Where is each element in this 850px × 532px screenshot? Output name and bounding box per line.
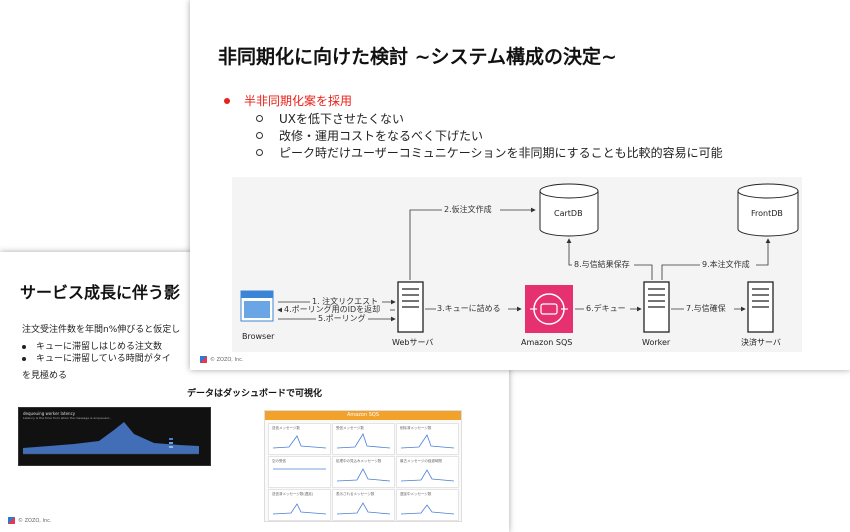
- back-slide-outro: を見極める: [22, 371, 68, 381]
- edge-label-order-request: 1. 注文リクエスト: [312, 296, 378, 306]
- metric-cell: 最古メッセージの経過時間: [396, 456, 459, 488]
- metric-sparkline: [336, 502, 391, 515]
- metric-cell: 送信メッセージ数: [268, 423, 331, 455]
- edge-label-save-credit-result: 8.与信結果保存: [574, 259, 630, 269]
- edge-label-polling: 5.ポーリング: [318, 313, 366, 323]
- latency-dashboard-panel: dequeuing worker latency Latency is the …: [18, 407, 211, 466]
- front-slide-footer: © ZOZO, Inc.: [200, 356, 243, 363]
- metric-label: 表示されるメッセージ数: [336, 492, 375, 496]
- metric-cell: 送信済メッセージ数(遅延): [268, 489, 331, 521]
- metric-cell: 遅延中メッセージ数: [396, 489, 459, 521]
- panel-subtitle: Latency is the time from when the messag…: [23, 416, 112, 420]
- browser-label: Browser: [242, 332, 275, 341]
- front-slide-title: 非同期化に向けた検討 ~システム構成の決定~: [218, 46, 617, 68]
- metric-label: 遅延中メッセージ数: [400, 492, 432, 496]
- metric-label: 処理中の見込みメッセージ数: [336, 459, 382, 463]
- back-slide-title: サービス成長に伴う影: [20, 283, 181, 302]
- metric-cell: 削除済メッセージ数: [396, 423, 459, 455]
- metric-sparkline: [273, 468, 326, 470]
- metric-sparkline: [272, 503, 327, 515]
- metric-cell: 空の受信: [268, 456, 331, 488]
- zozo-logo-icon: [8, 517, 15, 524]
- edge-arrow: [409, 207, 536, 280]
- edge-label-create-order: 9.本注文作成: [702, 259, 750, 269]
- panel-title: dequeuing worker latency: [23, 411, 76, 416]
- frontdb-label: FrontDB: [751, 209, 783, 218]
- metric-label: 削除済メッセージ数: [400, 426, 432, 430]
- metric-cell: 処理中の見込みメッセージ数: [332, 456, 395, 488]
- architecture-diagram: Browser Webサーバ Amazon SQS: [232, 177, 802, 352]
- sub-bullet: ピーク時だけユーザーコミュニケーションを非同期にすることも比較的容易に可能: [256, 144, 723, 161]
- zozo-logo-icon: [200, 356, 207, 363]
- edge-label-dequeue: 6.デキュー: [586, 303, 626, 313]
- bullet-dot-icon: [22, 344, 26, 349]
- back-slide-intro: 注文受注件数を年間n%伸びると仮定し: [22, 325, 181, 335]
- metric-cell: 表示されるメッセージ数: [332, 489, 395, 521]
- browser-node: [240, 290, 274, 322]
- metric-sparkline: [336, 433, 391, 449]
- worker-label: Worker: [642, 338, 671, 347]
- web-server-icon: [397, 281, 424, 333]
- amazon-sqs-label: Amazon SQS: [521, 338, 572, 347]
- metric-label: 送信済メッセージ数(遅延): [272, 492, 314, 496]
- back-slide-bullet: キューに滞留しはじめる注文数: [22, 339, 162, 352]
- copyright-text: © ZOZO, Inc.: [18, 518, 52, 524]
- sqs-dashboard-header: Amazon SQS: [265, 411, 461, 420]
- metric-sparkline: [272, 435, 327, 449]
- metric-cell: 受信メッセージ数: [332, 423, 395, 455]
- payment-server-icon: [747, 281, 774, 333]
- amazon-sqs-icon: [525, 285, 573, 333]
- sub-bullet-text: ピーク時だけユーザーコミュニケーションを非同期にすることも比較的容易に可能: [279, 146, 723, 160]
- web-server-label: Webサーバ: [392, 338, 433, 347]
- metric-label: 送信メッセージ数: [272, 426, 300, 430]
- metric-label: 最古メッセージの経過時間: [400, 459, 442, 463]
- sub-bullet: 改修・運用コストをなるべく下げたい: [256, 127, 483, 144]
- metric-label: 空の受信: [272, 459, 286, 463]
- cartdb-database-icon: [539, 183, 599, 237]
- edge-label-temp-order: 2.仮注文作成: [444, 204, 492, 214]
- main-bullet-text: 半非同期化案を採用: [244, 94, 353, 108]
- front-slide: 非同期化に向けた検討 ~システム構成の決定~ 半非同期化案を採用 UXを低下させ…: [190, 0, 850, 370]
- bullet-text: キューに滞留しはじめる注文数: [36, 342, 163, 352]
- architecture-diagram-svg: Browser Webサーバ Amazon SQS: [240, 183, 799, 347]
- bullet-dot-icon: [22, 356, 26, 361]
- copyright-text: © ZOZO, Inc.: [210, 357, 244, 363]
- cartdb-label: CartDB: [554, 209, 583, 218]
- worker-server-icon: [643, 281, 670, 333]
- bullet-ring-icon: [256, 149, 263, 156]
- metric-sparkline: [400, 434, 455, 449]
- main-bullet: 半非同期化案を採用: [224, 92, 352, 109]
- sub-bullet-text: 改修・運用コストをなるべく下げたい: [279, 129, 484, 143]
- latency-area-chart: [23, 422, 199, 455]
- metric-label: 受信メッセージ数: [336, 426, 364, 430]
- bullet-text: キューに滞留している時間がタイ: [36, 354, 171, 364]
- bullet-ring-icon: [256, 132, 263, 139]
- sqs-dashboard-panel: Amazon SQS 送信メッセージ数 受信メッセージ数 削除済メッセージ数 空…: [264, 410, 462, 522]
- frontdb-database-icon: [737, 183, 799, 237]
- back-slide-bullet: キューに滞留している時間がタイ: [22, 351, 171, 364]
- back-slide-footer: © ZOZO, Inc.: [8, 517, 51, 524]
- payment-server-label: 決済サーバ: [741, 337, 781, 347]
- dashboard-caption: データはダッシュボードで可視化: [186, 389, 322, 399]
- metric-sparkline: [400, 469, 455, 482]
- edge-label-return-polling-id: 4.ポーリング用のIDを返却: [284, 304, 380, 314]
- sub-bullet: UXを低下させたくない: [256, 110, 404, 127]
- sub-bullet-text: UXを低下させたくない: [279, 112, 405, 126]
- edge-label-enqueue: 3.キューに詰める: [437, 303, 501, 313]
- edge-label-credit-auth: 7.与信確保: [686, 303, 726, 313]
- bullet-ring-icon: [256, 115, 263, 122]
- metric-sparkline: [400, 504, 455, 515]
- metric-sparkline: [336, 468, 391, 482]
- bullet-dot-icon: [224, 97, 230, 104]
